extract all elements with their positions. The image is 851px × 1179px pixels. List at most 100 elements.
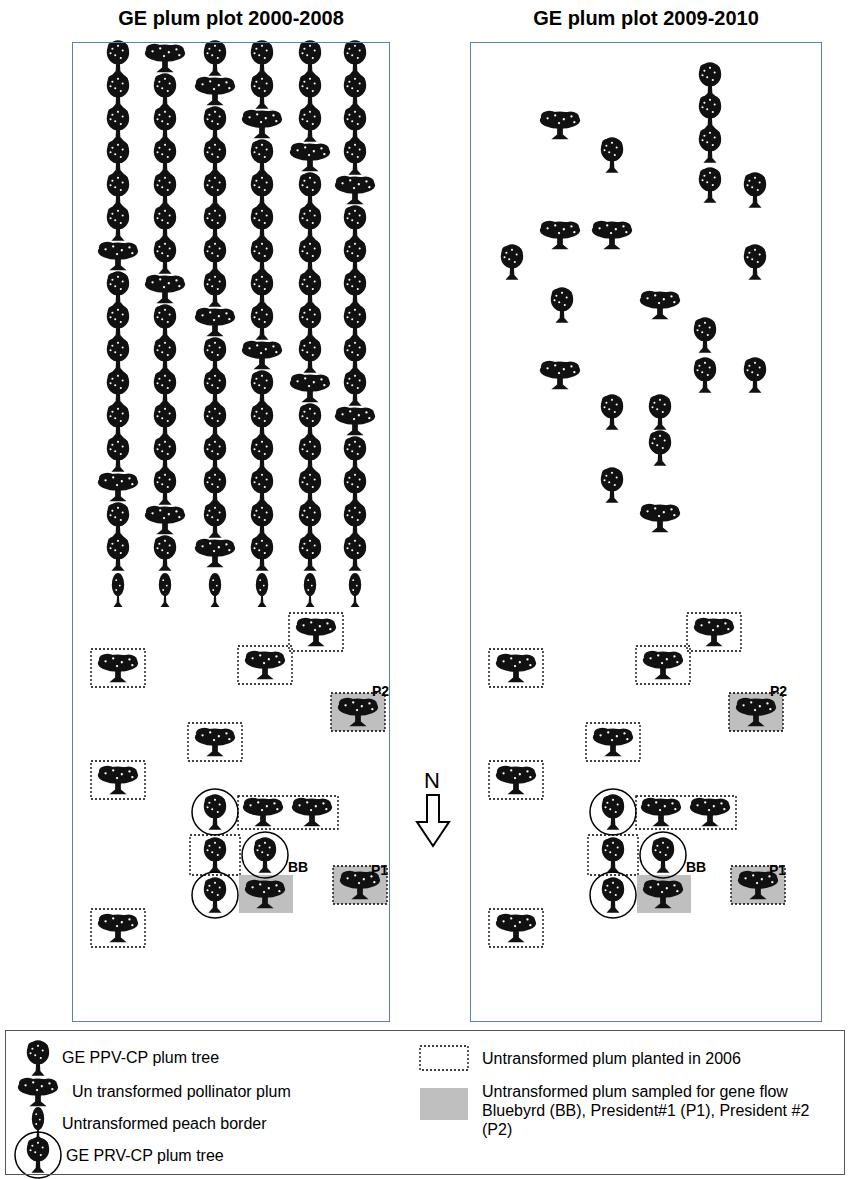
planted-2006-box bbox=[91, 909, 145, 947]
ge-ppv-tree bbox=[344, 469, 366, 504]
ge-ppv-tree bbox=[251, 139, 273, 174]
ge-ppv-tree bbox=[299, 172, 321, 207]
ge-ppv-tree bbox=[27, 1137, 49, 1172]
ge-ppv-tree bbox=[744, 357, 766, 392]
ge-ppv-tree bbox=[699, 94, 721, 129]
pollinator-tree bbox=[98, 766, 138, 795]
pollinator-tree bbox=[18, 1078, 58, 1107]
pollinator-tree bbox=[290, 143, 330, 172]
ge-ppv-tree bbox=[154, 106, 176, 141]
ge-ppv-tree bbox=[699, 62, 721, 97]
ge-ppv-tree bbox=[744, 172, 766, 207]
ge-ppv-tree bbox=[344, 238, 366, 273]
sampled-box bbox=[637, 875, 691, 913]
ge-ppv-tree bbox=[299, 403, 321, 438]
legend-text: Untransformed peach border bbox=[62, 1114, 392, 1133]
ge-ppv-tree bbox=[251, 205, 273, 240]
ge-ppv-tree bbox=[251, 436, 273, 471]
tree-label: P2 bbox=[770, 683, 787, 699]
pollinator-tree bbox=[243, 798, 283, 827]
prv-circle bbox=[192, 789, 238, 835]
ge-ppv-tree bbox=[107, 271, 129, 306]
peach-tree bbox=[32, 1107, 44, 1141]
sampled-box bbox=[239, 875, 293, 913]
prv-circle bbox=[192, 872, 238, 918]
ge-ppv-tree bbox=[107, 172, 129, 207]
ge-ppv-tree bbox=[299, 337, 321, 372]
planted-2006-box bbox=[586, 723, 640, 761]
ge-ppv-tree bbox=[699, 127, 721, 162]
tree-label: P2 bbox=[372, 683, 389, 699]
tree-label: P1 bbox=[371, 862, 388, 878]
ge-ppv-tree bbox=[299, 502, 321, 537]
north-arrow bbox=[417, 795, 449, 846]
ge-ppv-tree bbox=[204, 502, 226, 537]
pollinator-tree bbox=[98, 473, 138, 502]
planted-2006-box bbox=[489, 909, 543, 947]
ge-ppv-tree bbox=[204, 794, 226, 829]
pollinator-tree bbox=[496, 914, 536, 943]
planted-2006-box bbox=[190, 835, 240, 875]
ge-ppv-tree bbox=[744, 244, 766, 279]
pollinator-tree bbox=[195, 539, 235, 568]
pollinator-tree bbox=[335, 407, 375, 436]
ge-ppv-tree bbox=[694, 357, 716, 392]
ge-ppv-tree bbox=[154, 238, 176, 273]
ge-ppv-tree bbox=[204, 370, 226, 405]
ge-ppv-tree bbox=[694, 317, 716, 352]
ge-ppv-tree bbox=[344, 271, 366, 306]
ge-ppv-tree bbox=[251, 403, 273, 438]
pollinator-tree bbox=[290, 374, 330, 403]
pollinator-tree bbox=[145, 506, 185, 535]
ge-ppv-tree bbox=[254, 837, 276, 872]
tree-label: BB bbox=[686, 859, 706, 875]
planted-2006-box bbox=[588, 835, 638, 875]
ge-ppv-tree bbox=[154, 535, 176, 570]
peach-tree bbox=[304, 573, 316, 607]
prv-circle bbox=[590, 872, 636, 918]
ge-ppv-tree bbox=[299, 238, 321, 273]
ge-ppv-tree bbox=[107, 535, 129, 570]
ge-ppv-tree bbox=[299, 205, 321, 240]
ge-ppv-tree bbox=[299, 73, 321, 108]
ge-ppv-tree bbox=[251, 73, 273, 108]
planted-2006-box bbox=[91, 649, 145, 687]
ge-ppv-tree bbox=[204, 205, 226, 240]
planted-2006-box bbox=[289, 613, 343, 651]
tree-label: P1 bbox=[769, 862, 786, 878]
pollinator-tree bbox=[195, 77, 235, 106]
ge-ppv-tree bbox=[107, 139, 129, 174]
ge-ppv-tree bbox=[154, 469, 176, 504]
planted-2006-box bbox=[489, 649, 543, 687]
peach-tree bbox=[159, 573, 171, 607]
pollinator-tree bbox=[643, 651, 683, 680]
ge-ppv-tree bbox=[107, 403, 129, 438]
ge-ppv-tree bbox=[204, 469, 226, 504]
ge-ppv-tree bbox=[344, 40, 366, 75]
ge-ppv-tree bbox=[27, 1040, 49, 1075]
ge-ppv-tree bbox=[251, 271, 273, 306]
ge-ppv-tree bbox=[107, 337, 129, 372]
ge-ppv-tree bbox=[344, 139, 366, 174]
ge-ppv-tree bbox=[299, 304, 321, 339]
pollinator-tree bbox=[338, 698, 378, 727]
ge-ppv-tree bbox=[204, 106, 226, 141]
ge-ppv-tree bbox=[299, 40, 321, 75]
legend-text: Untransformed plum sampled for gene flow… bbox=[482, 1082, 827, 1139]
ge-ppv-tree bbox=[649, 394, 671, 429]
planted-2006-box bbox=[238, 796, 338, 829]
legend-swatch bbox=[420, 1088, 468, 1120]
prv-circle bbox=[15, 1132, 61, 1178]
ge-ppv-tree bbox=[551, 287, 573, 322]
ge-ppv-tree bbox=[344, 304, 366, 339]
ge-ppv-tree bbox=[154, 172, 176, 207]
pollinator-tree bbox=[145, 275, 185, 304]
panel-title: GE plum plot 2009-2010 bbox=[431, 7, 851, 30]
pollinator-tree bbox=[195, 308, 235, 337]
ge-ppv-tree bbox=[107, 205, 129, 240]
ge-ppv-tree bbox=[344, 73, 366, 108]
ge-ppv-tree bbox=[204, 40, 226, 75]
ge-ppv-tree bbox=[251, 40, 273, 75]
pollinator-tree bbox=[641, 798, 681, 827]
planted-2006-box bbox=[238, 646, 292, 684]
